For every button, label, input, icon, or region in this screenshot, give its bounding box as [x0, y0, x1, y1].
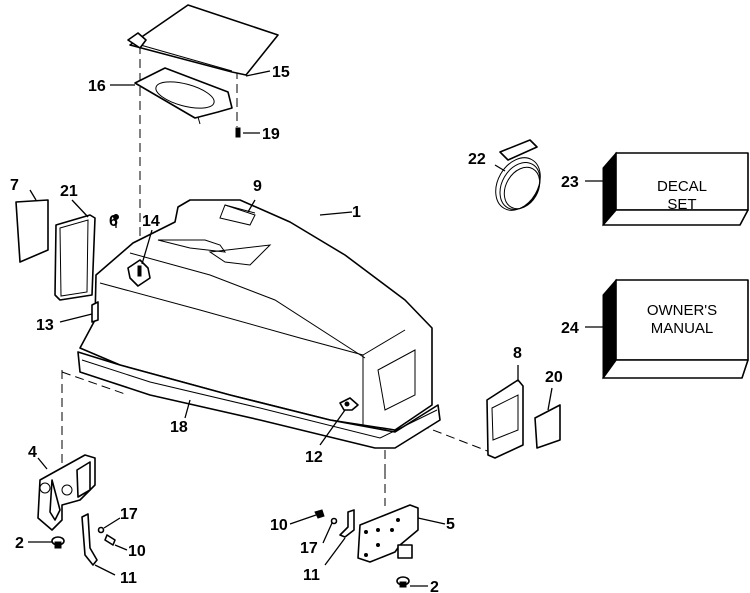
decal-box-line2: SET	[667, 196, 696, 213]
manual-box-line1: OWNER'S	[647, 302, 717, 319]
callout-18: 18	[170, 419, 188, 436]
part-11-bracket-right[interactable]	[339, 509, 355, 538]
part-16-gasket[interactable]	[134, 67, 233, 125]
callout-11-left: 11	[120, 570, 137, 587]
part-17-washer-left[interactable]	[97, 526, 105, 534]
callout-13: 13	[36, 317, 54, 334]
part-2-cap-left[interactable]	[51, 536, 65, 549]
callout-4: 4	[28, 444, 37, 461]
callout-12: 12	[305, 449, 323, 466]
owners-manual-box[interactable]: OWNER'S MANUAL	[602, 278, 749, 380]
callout-23: 23	[561, 174, 579, 191]
part-2-cap-right[interactable]	[396, 576, 410, 588]
part-9-emblem[interactable]	[224, 204, 256, 214]
callout-9: 9	[253, 178, 262, 195]
callout-10-right: 10	[270, 517, 288, 534]
part-10-bolt-right[interactable]	[314, 509, 325, 519]
part-17-washer-right[interactable]	[330, 517, 338, 525]
part-15-lid[interactable]	[127, 4, 279, 76]
callout-17-right: 17	[300, 540, 318, 557]
callout-6: 6	[109, 213, 118, 230]
callout-20: 20	[545, 369, 563, 386]
callout-7: 7	[10, 177, 19, 194]
part-22-cable[interactable]	[487, 139, 550, 218]
decal-box-line1: DECAL	[657, 178, 707, 195]
callouts: 1 15 16 19 9 7 21 6 14 13 22 23 24 8 20 …	[10, 64, 579, 593]
callout-2-right: 2	[430, 579, 439, 593]
part-8-plate[interactable]	[486, 379, 524, 459]
callout-5: 5	[446, 516, 455, 533]
part-11-bracket-left[interactable]	[81, 513, 98, 566]
callout-21: 21	[60, 183, 78, 200]
part-4-bracket[interactable]	[37, 454, 96, 531]
part-10-bolt-left[interactable]	[104, 534, 116, 546]
part-7-decal[interactable]	[15, 199, 49, 263]
decal-set-box[interactable]: DECAL SET	[602, 151, 749, 227]
callout-15: 15	[272, 64, 290, 81]
callout-24: 24	[561, 320, 579, 337]
leader-lines	[28, 70, 603, 587]
callout-19: 19	[262, 126, 280, 143]
callout-8: 8	[513, 345, 522, 362]
callout-17-left: 17	[120, 506, 138, 523]
callout-14: 14	[142, 213, 160, 230]
callout-16: 16	[88, 78, 106, 95]
callout-1: 1	[352, 204, 361, 221]
callout-22: 22	[468, 151, 486, 168]
part-1-motor-cover[interactable]	[77, 199, 441, 449]
callout-10-left: 10	[128, 543, 146, 560]
part-20-decal[interactable]	[534, 404, 561, 449]
part-5-bracket[interactable]	[357, 504, 419, 563]
part-21-frame[interactable]	[54, 214, 96, 301]
callout-11-right: 11	[303, 567, 320, 584]
manual-box-line2: MANUAL	[651, 320, 714, 337]
callout-2-left: 2	[15, 535, 24, 552]
part-19-screw[interactable]	[235, 127, 241, 138]
